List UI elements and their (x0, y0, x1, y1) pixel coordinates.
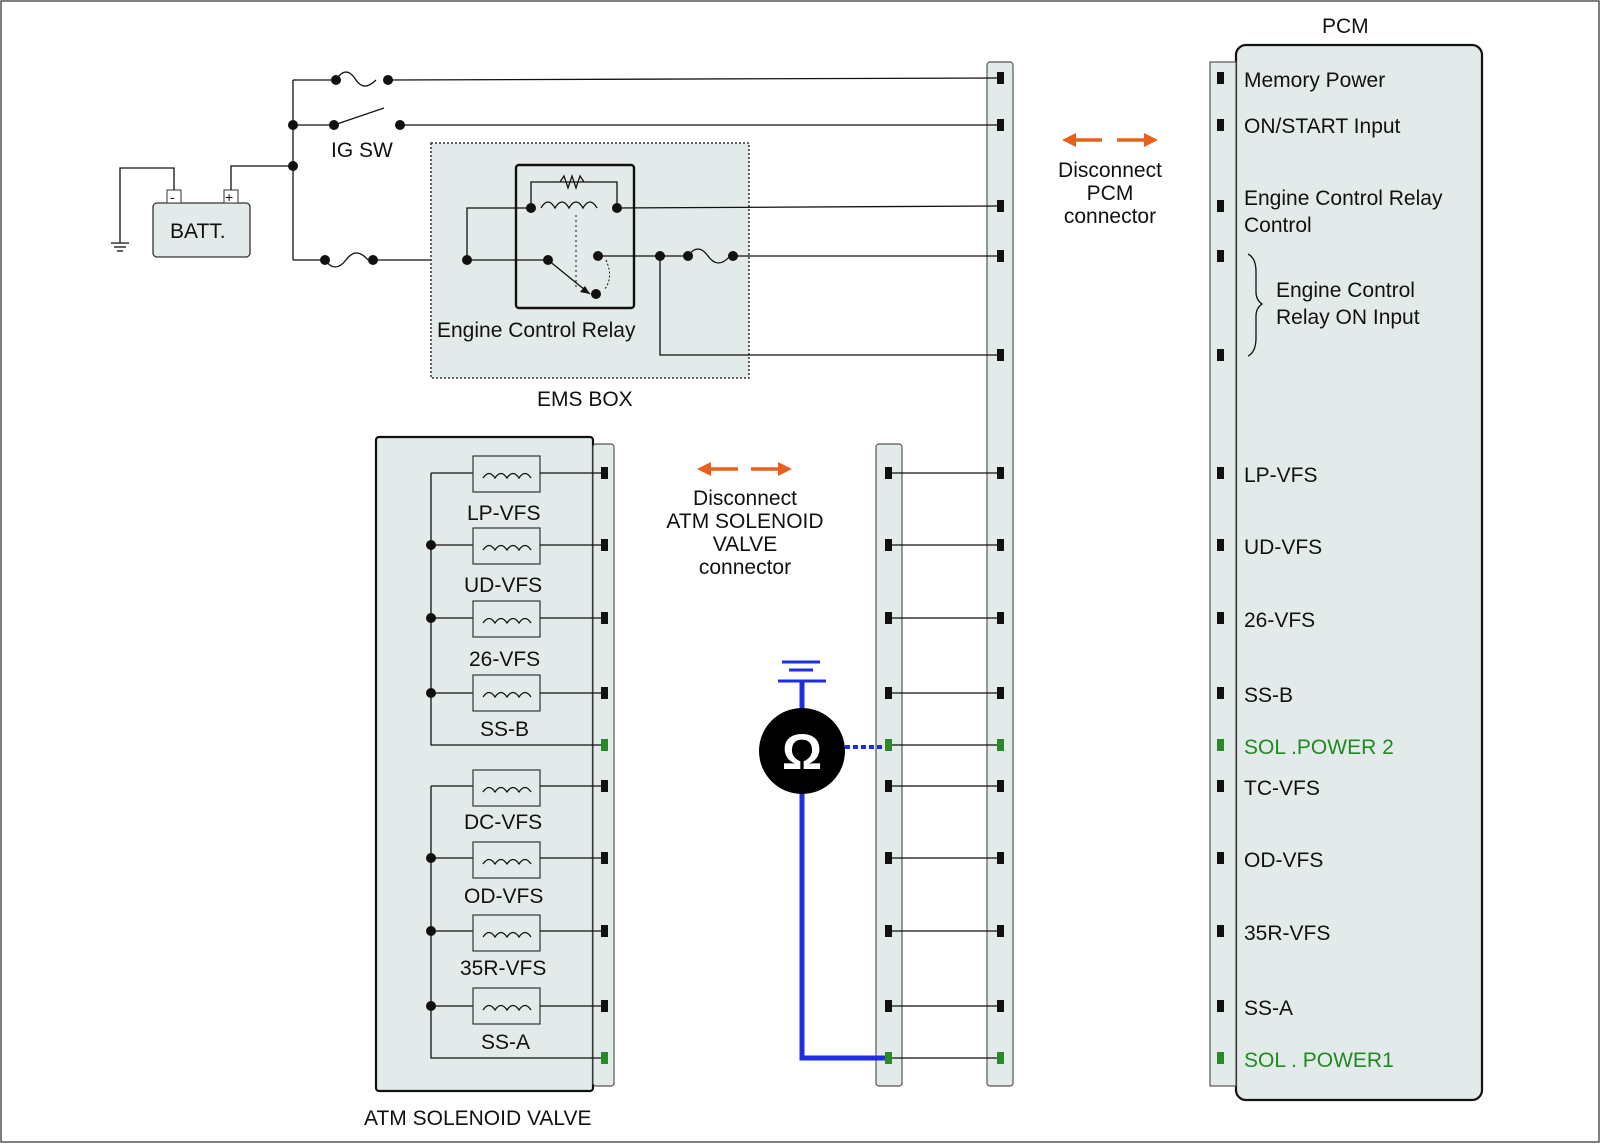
coil-label-35r-vfs: 35R-VFS (460, 957, 546, 980)
pcm-pin-od-vfs: OD-VFS (1244, 849, 1323, 872)
coil-label-ud-vfs: UD-VFS (464, 574, 542, 597)
pcm-connector-strip (1209, 61, 1237, 1087)
coil-label-dc-vfs: DC-VFS (464, 811, 542, 834)
pcm-pin-sol-power-1: SOL . POWER1 (1244, 1049, 1394, 1072)
pcm-title: PCM (1322, 15, 1369, 38)
pcm-note-line3: connector (1064, 205, 1156, 228)
ohmmeter: Ω (759, 660, 885, 1061)
pcm-pin-26-vfs: 26-VFS (1244, 609, 1315, 632)
pcm-pin-35r-vfs: 35R-VFS (1244, 922, 1330, 945)
atm-note-line1: Disconnect (693, 487, 797, 510)
battery-label: BATT. (170, 220, 226, 243)
ohm-symbol: Ω (782, 724, 822, 780)
pcm-note-line1: Disconnect (1058, 159, 1162, 182)
pcm-pin-lp-vfs: LP-VFS (1244, 464, 1318, 487)
harness-wires (892, 472, 997, 1059)
pcm-disconnect-arrows (1062, 133, 1158, 147)
battery: - + BATT. (152, 189, 251, 258)
pcm-harness-connector (986, 61, 1014, 1087)
solenoid-valve-connector (592, 443, 615, 1087)
solenoid-coils (426, 455, 601, 1025)
ig-switch-label: IG SW (331, 139, 393, 162)
battery-minus: - (170, 189, 175, 205)
pcm-pin-on-start: ON/START Input (1244, 115, 1401, 138)
coil-label-26-vfs: 26-VFS (469, 648, 540, 671)
pcm-pin-ss-a: SS-A (1244, 997, 1293, 1020)
engine-control-relay-box (514, 163, 636, 310)
pcm-pin-ecr-on-input-2: Relay ON Input (1276, 306, 1420, 329)
engine-control-relay-label: Engine Control Relay (437, 319, 636, 342)
atm-disconnect-arrows (697, 462, 792, 476)
solenoid-valve-label: ATM SOLENOID VALVE (364, 1107, 592, 1130)
coil-label-ss-a: SS-A (481, 1031, 530, 1054)
pcm-note-line2: PCM (1087, 182, 1134, 205)
battery-body (152, 202, 251, 258)
battery-plus: + (225, 189, 233, 205)
coil-label-od-vfs: OD-VFS (464, 885, 543, 908)
atm-note-line4: connector (699, 556, 791, 579)
atm-note-line2: ATM SOLENOID (666, 510, 823, 533)
ems-box-label: EMS BOX (537, 388, 633, 411)
ohmmeter-body (759, 708, 845, 794)
coil-label-ss-b: SS-B (480, 718, 529, 741)
pcm-harness-pins (997, 72, 1004, 1064)
ecr-on-brace (1247, 253, 1264, 357)
atm-harness-pins (885, 467, 892, 1064)
pcm-pin-ss-b: SS-B (1244, 684, 1293, 707)
atm-harness-connector (875, 443, 903, 1087)
pcm-pin-ecr-control: Engine Control Relay (1244, 187, 1443, 210)
coil-label-lp-vfs: LP-VFS (467, 502, 541, 525)
atm-note-line3: VALVE (713, 533, 778, 556)
pcm-pin-memory-power: Memory Power (1244, 69, 1385, 92)
pcm-pin-ud-vfs: UD-VFS (1244, 536, 1322, 559)
solenoid-pins (601, 467, 608, 1064)
pcm-pin-ecr-on-input: Engine Control (1276, 279, 1415, 302)
probe-sol-power-1 (799, 794, 885, 1061)
pcm-pin-tc-vfs: TC-VFS (1244, 777, 1320, 800)
pcm-module: PCM Memory Power ON/START Input Engine C… (1209, 15, 1484, 1102)
pcm-pin-sol-power-2: SOL .POWER 2 (1244, 736, 1394, 759)
atm-solenoid-valve: LP-VFS UD-VFS 26-VFS SS-B DC-VFS OD-VFS … (374, 435, 615, 1093)
ems-box: Engine Control Relay (430, 142, 998, 379)
pcm-pin-ecr-control-2: Control (1244, 214, 1312, 237)
